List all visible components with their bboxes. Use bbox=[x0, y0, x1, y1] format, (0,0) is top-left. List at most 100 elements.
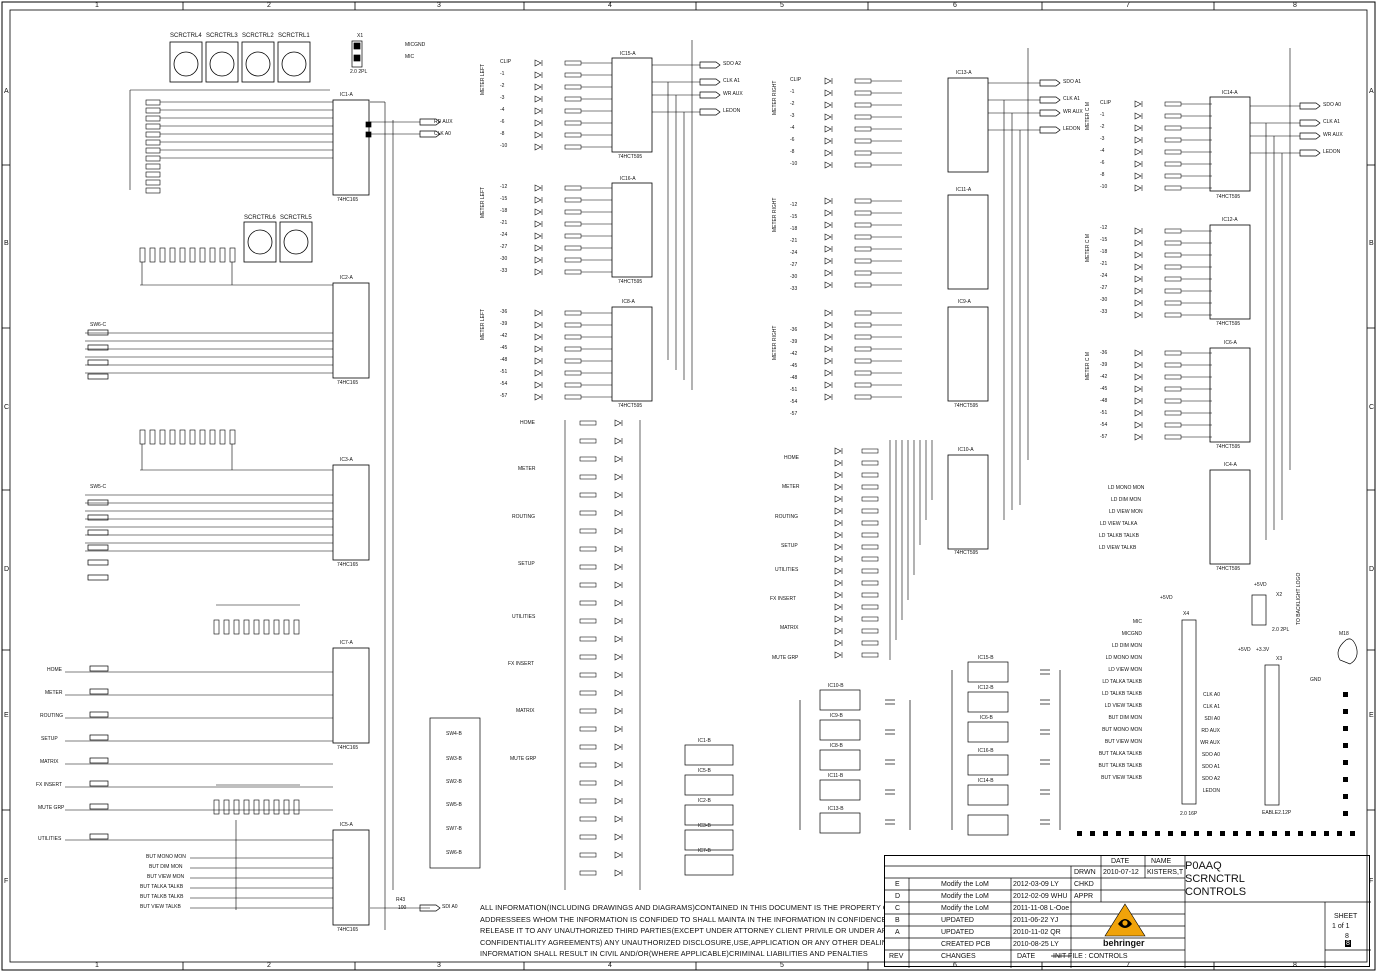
chip-ic14-part: 74HCT595 bbox=[1216, 194, 1241, 200]
power-ic8b: IC8-B bbox=[830, 743, 843, 749]
led-symbol bbox=[614, 761, 623, 769]
chip-ic13-a: IC13-A bbox=[956, 70, 972, 76]
mid-switch-sw5b: SW5-B bbox=[446, 802, 462, 808]
meter-left-value: -4 bbox=[500, 107, 505, 113]
grid-row-f: F bbox=[4, 878, 9, 885]
mounting-hole bbox=[1233, 831, 1238, 836]
led-symbol bbox=[534, 95, 543, 103]
tb-approved-label: APPR bbox=[1074, 893, 1094, 900]
resistor-symbol bbox=[564, 370, 582, 376]
resistor-symbol bbox=[861, 592, 879, 598]
resistor-symbol bbox=[854, 102, 872, 108]
meter-cm-label-2: METER C M bbox=[1085, 233, 1091, 262]
section-name: CONTROLS bbox=[1185, 886, 1247, 898]
meter-left-value: CLIP bbox=[500, 59, 512, 65]
resistor-symbol bbox=[579, 546, 597, 552]
notice-line: INFORMATION SHALL RESULT IN CIVIL AND/OR… bbox=[480, 949, 868, 959]
chip-ic16-part: 74HCT595 bbox=[618, 279, 643, 285]
led-symbol bbox=[834, 615, 843, 623]
project-code: P0AAQ bbox=[1185, 860, 1222, 872]
led-symbol bbox=[1134, 172, 1143, 180]
resistor-symbol bbox=[579, 582, 597, 588]
revision-letter: C bbox=[895, 905, 901, 912]
behringer-logo bbox=[1104, 903, 1146, 937]
led-symbol bbox=[834, 471, 843, 479]
meter-right-value: -6 bbox=[790, 137, 795, 143]
led-symbol bbox=[1134, 251, 1143, 259]
mounting-hole bbox=[1343, 794, 1348, 799]
led-symbol bbox=[1134, 160, 1143, 168]
pot-label-scrctrl5: SCRCTRL5 bbox=[280, 215, 312, 221]
net-but-view-mon: BUT VIEW MON bbox=[147, 874, 185, 880]
meter-cm-value: -36 bbox=[1100, 350, 1108, 356]
pot-label-scrctrl4: SCRCTRL4 bbox=[170, 33, 202, 39]
grid-row-a-right: A bbox=[1369, 88, 1374, 95]
led-symbol bbox=[534, 83, 543, 91]
led-symbol bbox=[834, 531, 843, 539]
chip-ic5-a: IC5-A bbox=[340, 822, 353, 828]
meter-left-value: -24 bbox=[500, 232, 508, 238]
resistor-symbol bbox=[854, 126, 872, 132]
resistor-symbol bbox=[579, 492, 597, 498]
led-symbol bbox=[824, 221, 833, 229]
right-led-routing: ROUTING bbox=[775, 514, 799, 520]
meter-cm-value: -10 bbox=[1100, 184, 1108, 190]
resistor-symbol bbox=[854, 234, 872, 240]
resistor-symbol bbox=[564, 120, 582, 126]
mounting-hole bbox=[1181, 831, 1186, 836]
mounting-hole bbox=[1343, 777, 1348, 782]
mounting-hole bbox=[1343, 760, 1348, 765]
net-sdo-a0: SDO A0 bbox=[1323, 102, 1342, 108]
m18-label: M18 bbox=[1339, 631, 1349, 637]
grid-column-6: 6 bbox=[953, 2, 957, 9]
meter-right-label-3: METER RIGHT bbox=[772, 325, 778, 360]
x4-net-label: LD MONO MON bbox=[1105, 655, 1142, 661]
meter-left-value: -54 bbox=[500, 381, 508, 387]
meter-left-value: -6 bbox=[500, 119, 505, 125]
mounting-hole bbox=[1194, 831, 1199, 836]
mounting-hole bbox=[1220, 831, 1225, 836]
resistor-symbol bbox=[861, 604, 879, 610]
led-symbol bbox=[534, 71, 543, 79]
resistor-symbol bbox=[564, 358, 582, 364]
net-ledon: LEDON bbox=[1063, 126, 1081, 132]
net-ledon-mid: LEDON bbox=[723, 108, 741, 114]
resistor-symbol bbox=[579, 510, 597, 516]
led-symbol bbox=[534, 268, 543, 276]
hc165-power-ic7b: IC7-B bbox=[698, 848, 711, 854]
resistor-symbol bbox=[579, 798, 597, 804]
right-led-setup: SETUP bbox=[781, 543, 798, 549]
resistor-symbol bbox=[854, 198, 872, 204]
revision-change: Modify the LoM bbox=[941, 881, 989, 888]
meter-right-value: -42 bbox=[790, 351, 798, 357]
led-symbol bbox=[534, 119, 543, 127]
x2-label: X2 bbox=[1276, 592, 1283, 598]
pot-label-scrctrl6: SCRCTRL6 bbox=[244, 215, 276, 221]
resistor-symbol bbox=[854, 222, 872, 228]
meter-cm-value: -21 bbox=[1100, 261, 1108, 267]
resistor-symbol bbox=[861, 616, 879, 622]
pot-label-scrctrl1: SCRCTRL1 bbox=[278, 33, 310, 39]
mounting-hole bbox=[1343, 743, 1348, 748]
button-label-utilities: UTILITIES bbox=[38, 836, 62, 842]
revision-letter: E bbox=[895, 881, 900, 888]
power-ic13b: IC13-B bbox=[828, 806, 844, 812]
tb-drawn-date: 2010-07-12 bbox=[1103, 869, 1139, 876]
led-symbol bbox=[1134, 349, 1143, 357]
led-symbol bbox=[534, 369, 543, 377]
led-symbol bbox=[534, 381, 543, 389]
meter-right-value: -36 bbox=[790, 327, 798, 333]
revision-letter: B bbox=[895, 917, 900, 924]
resistor-symbol bbox=[564, 72, 582, 78]
led-symbol bbox=[534, 333, 543, 341]
mounting-hole bbox=[1343, 692, 1348, 697]
meter-cm-value: CLIP bbox=[1100, 100, 1112, 106]
resistor-symbol bbox=[854, 162, 872, 168]
right-led-meter: METER bbox=[782, 484, 800, 490]
resistor-symbol bbox=[1164, 434, 1182, 440]
mounting-hole bbox=[1272, 831, 1277, 836]
resistor-symbol bbox=[854, 246, 872, 252]
led-symbol bbox=[614, 707, 623, 715]
x4-net-label: BUT VIEW MON bbox=[1104, 739, 1142, 745]
mounting-hole bbox=[1090, 831, 1095, 836]
